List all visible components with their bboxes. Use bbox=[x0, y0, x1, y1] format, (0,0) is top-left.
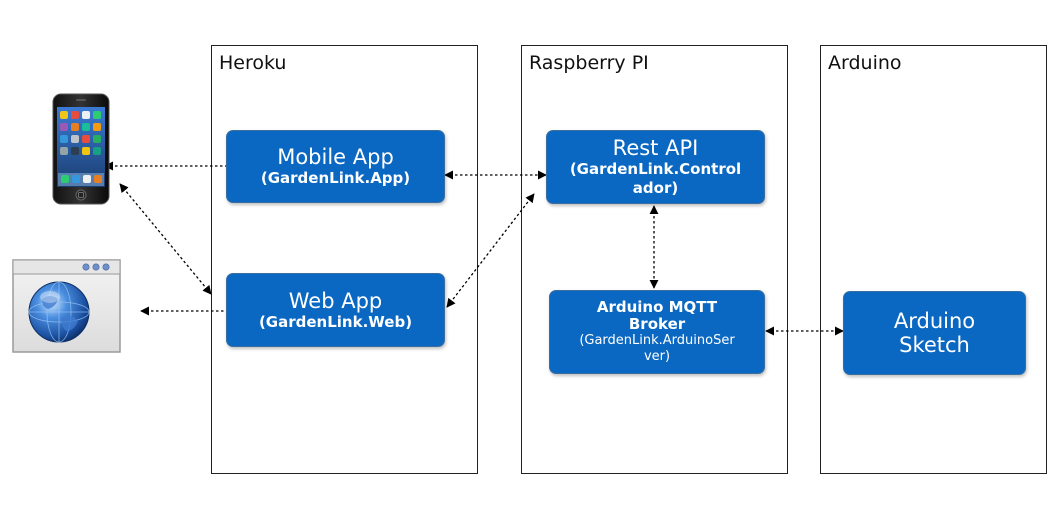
rest-api-title: Rest API bbox=[612, 136, 699, 161]
arduino-sketch-node[interactable]: Arduino Sketch bbox=[843, 291, 1026, 375]
mobile-app-node[interactable]: Mobile App (GardenLink.App) bbox=[226, 130, 445, 203]
link-web-app-rest-api bbox=[446, 193, 535, 308]
web-browser-icon bbox=[12, 259, 121, 353]
mqtt-broker-subtitle-2: ver) bbox=[643, 349, 671, 365]
web-app-subtitle: (GardenLink.Web) bbox=[258, 312, 413, 331]
arduino-title: Arduino bbox=[828, 52, 902, 74]
mqtt-broker-subtitle-1: (GardenLink.ArduinoSer bbox=[579, 333, 735, 348]
arduino-sketch-title-2: Sketch bbox=[899, 333, 970, 357]
mobile-app-subtitle: (GardenLink.App) bbox=[260, 169, 411, 188]
link-phone-web-app bbox=[119, 183, 212, 295]
rest-api-node[interactable]: Rest API (GardenLink.Control ador) bbox=[546, 130, 765, 204]
rest-api-subtitle-2: ador) bbox=[632, 179, 679, 198]
arduino-container: Arduino bbox=[820, 45, 1047, 474]
heroku-container: Heroku bbox=[211, 45, 478, 474]
mqtt-broker-node[interactable]: Arduino MQTT Broker (GardenLink.ArduinoS… bbox=[549, 290, 765, 374]
arduino-sketch-title-1: Arduino bbox=[893, 308, 976, 333]
mqtt-broker-title-1: Arduino MQTT bbox=[596, 297, 718, 316]
web-app-node[interactable]: Web App (GardenLink.Web) bbox=[226, 273, 445, 347]
mobile-app-title: Mobile App bbox=[277, 145, 394, 170]
smartphone-icon bbox=[52, 93, 110, 205]
mqtt-broker-title-2: Broker bbox=[628, 314, 686, 333]
raspberry-pi-title: Raspberry PI bbox=[529, 52, 649, 74]
rest-api-subtitle-1: (GardenLink.Control bbox=[569, 160, 742, 179]
heroku-title: Heroku bbox=[219, 52, 287, 74]
web-app-title: Web App bbox=[288, 288, 383, 313]
